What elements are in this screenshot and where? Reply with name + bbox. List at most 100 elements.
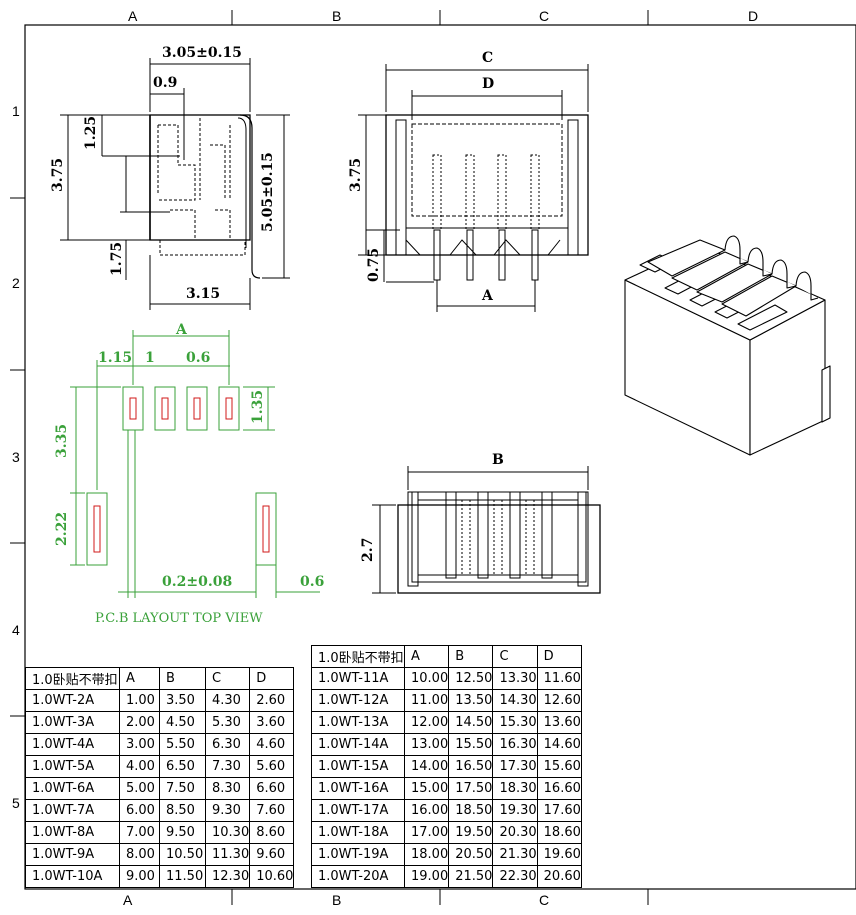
table-cell: 1.0WT-7A	[25, 799, 120, 822]
table-cell: 8.30	[204, 777, 251, 800]
dim-front-height: 3.75	[348, 158, 364, 192]
table-cell: 9.60	[249, 843, 295, 866]
table-cell: 1.0WT-13A	[311, 711, 405, 734]
table-cell: 4.00	[119, 755, 160, 778]
table-cell: 18.60	[536, 821, 582, 844]
table-cell: 5.30	[204, 711, 251, 734]
table-cell: 1.0WT-19A	[311, 843, 405, 866]
table-cell: 14.00	[403, 755, 450, 778]
table-cell: 12.50	[448, 667, 494, 690]
table-cell: 13.60	[536, 711, 582, 734]
table-cell: 4.60	[249, 733, 295, 756]
zone-bottom-b: B	[332, 892, 341, 908]
table-header-cell: D	[249, 667, 295, 690]
zone-left-4: 4	[12, 622, 20, 638]
dim-front-d: D	[482, 76, 494, 92]
table-cell: 8.00	[119, 843, 160, 866]
table-cell: 1.0WT-8A	[25, 821, 120, 844]
table-header-cell: D	[536, 645, 582, 668]
front-view	[358, 64, 589, 312]
dim-front-pin: 0.75	[366, 248, 382, 282]
table-cell: 5.50	[159, 733, 206, 756]
dim-side-upper: 1.25	[83, 116, 99, 150]
table-cell: 6.50	[159, 755, 206, 778]
table-cell: 7.60	[249, 799, 295, 822]
table-header-cell: 1.0卧贴不带扣	[25, 667, 120, 690]
table-cell: 2.60	[249, 689, 295, 712]
table-cell: 1.0WT-3A	[25, 711, 120, 734]
zone-top-a: A	[128, 8, 138, 24]
dim-top-b: B	[492, 452, 504, 468]
dim-pcb-slot: 0.2±0.08	[162, 574, 232, 590]
side-view	[60, 58, 290, 310]
table-cell: 16.30	[492, 733, 538, 756]
dim-side-offset: 0.9	[153, 75, 177, 91]
table-cell: 10.50	[159, 843, 206, 866]
table-cell: 4.50	[159, 711, 206, 734]
table-cell: 6.00	[119, 799, 160, 822]
zone-bottom-a: A	[123, 892, 133, 908]
table-cell: 7.30	[204, 755, 251, 778]
dim-pcb-a: A	[175, 322, 188, 338]
table-cell: 18.50	[448, 799, 494, 822]
table-cell: 15.50	[448, 733, 494, 756]
table-cell: 20.30	[492, 821, 538, 844]
table-cell: 1.0WT-17A	[311, 799, 405, 822]
table-header-cell: C	[492, 645, 538, 668]
table-header-cell: A	[403, 645, 450, 668]
table-cell: 10.30	[204, 821, 251, 844]
table-cell: 11.50	[159, 865, 206, 888]
dim-top-depth: 2.7	[360, 538, 376, 562]
table-cell: 4.30	[204, 689, 251, 712]
dim-pcb-mount: 2.22	[54, 512, 70, 546]
table-cell: 11.00	[403, 689, 450, 712]
table-cell: 18.30	[492, 777, 538, 800]
table-cell: 1.00	[119, 689, 160, 712]
table-cell: 7.50	[159, 777, 206, 800]
table-cell: 16.60	[536, 777, 582, 800]
table-cell: 12.60	[536, 689, 582, 712]
table-cell: 1.0WT-16A	[311, 777, 405, 800]
table-cell: 3.50	[159, 689, 206, 712]
table-cell: 17.50	[448, 777, 494, 800]
table-cell: 15.60	[536, 755, 582, 778]
table-cell: 6.30	[204, 733, 251, 756]
dim-pcb-edge: 1.15	[98, 350, 132, 366]
table-cell: 1.0WT-15A	[311, 755, 405, 778]
table-cell: 11.30	[204, 843, 251, 866]
table-cell: 22.30	[492, 865, 538, 888]
zone-left-1: 1	[12, 103, 20, 119]
table-cell: 1.0WT-12A	[311, 689, 405, 712]
table-cell: 1.0WT-6A	[25, 777, 120, 800]
table-cell: 19.00	[403, 865, 450, 888]
table-cell: 12.30	[204, 865, 251, 888]
table-cell: 7.00	[119, 821, 160, 844]
dim-pcb-gap: 3.35	[54, 424, 70, 458]
table-cell: 5.00	[119, 777, 160, 800]
table-cell: 15.00	[403, 777, 450, 800]
table-cell: 10.00	[403, 667, 450, 690]
pcb-caption: P.C.B LAYOUT TOP VIEW	[95, 611, 263, 626]
table-cell: 1.0WT-2A	[25, 689, 120, 712]
dim-pcb-pitch: 1	[145, 350, 155, 366]
table-cell: 1.0WT-14A	[311, 733, 405, 756]
table-cell: 1.0WT-20A	[311, 865, 405, 888]
dim-side-width: 3.05±0.15	[162, 45, 242, 61]
table-cell: 2.00	[119, 711, 160, 734]
dim-pcb-mountw: 0.6	[300, 574, 324, 590]
